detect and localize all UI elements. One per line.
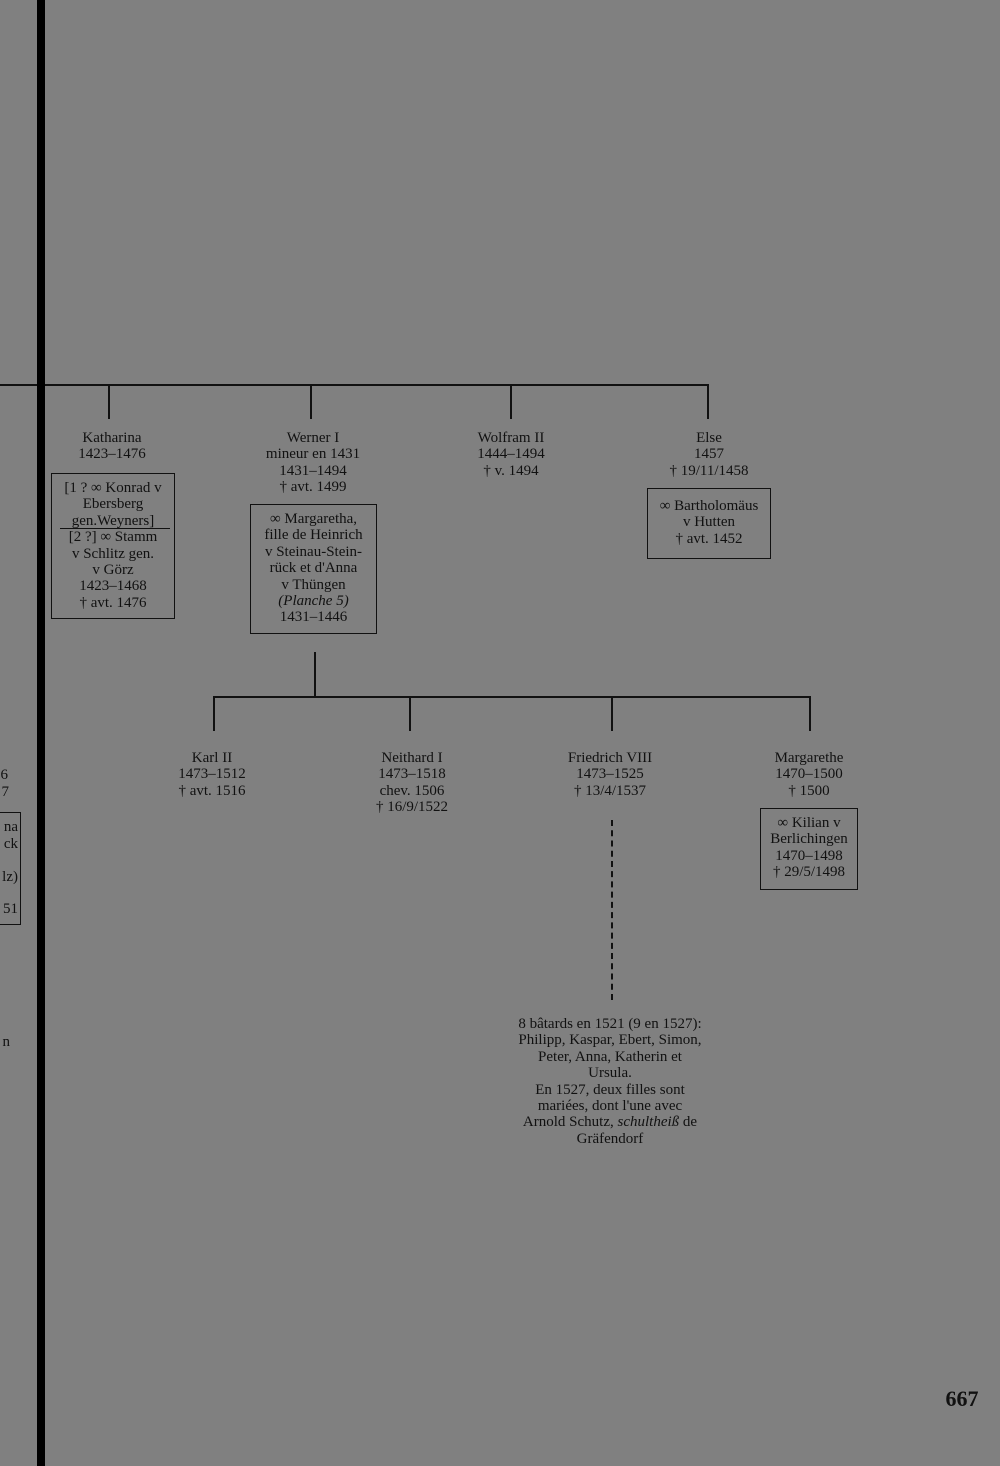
note-line: En 1527, deux filles sont — [535, 1081, 685, 1098]
page-number: 667 — [945, 1386, 979, 1411]
sibling-connector-line — [0, 384, 709, 386]
spouse-line: [1 ? ∞ Konrad v — [64, 480, 162, 496]
person-detail: † 19/11/1458 — [669, 462, 749, 479]
person-karl-ii: Karl II 1473–1512 † avt. 1516 — [152, 750, 272, 799]
spouse-line: ∞ Bartholomäus — [659, 498, 759, 514]
person-name: Neithard I — [381, 750, 443, 766]
drop-line-friedrich — [611, 696, 613, 731]
spouse-line: v Steinau-Stein- — [264, 543, 363, 560]
descent-line-werner — [314, 652, 316, 698]
person-else: Else 1457 † 19/11/1458 — [649, 430, 769, 479]
person-detail: 1473–1512 — [178, 766, 246, 783]
note-line: Peter, Anna, Katherin et — [538, 1048, 682, 1065]
spouse-line: v Görz — [92, 562, 134, 579]
spouse-line: v Thüngen — [281, 576, 346, 593]
person-detail: 1473–1525 — [576, 766, 644, 783]
marriage-separator-line — [60, 528, 170, 529]
spouse-line: ∞ Margaretha, — [269, 511, 358, 527]
note-line: Gräfendorf — [576, 1130, 644, 1147]
note-line: 8 bâtards en 1521 (9 en 1527): — [518, 1016, 702, 1032]
person-werner-i: Werner I mineur en 1431 1431–1494 † avt.… — [243, 430, 383, 496]
spouse-line: v Hutten — [682, 514, 736, 531]
spouse-box-margarethe: ∞ Kilian v Berlichingen 1470–1498 † 29/5… — [760, 808, 858, 890]
left-fragment-box-line: ck — [3, 836, 18, 852]
person-name: Else — [696, 430, 722, 446]
spouse-box-werner-i: ∞ Margaretha, fille de Heinrich v Steina… — [250, 504, 377, 634]
drop-line-wolfram — [510, 384, 512, 419]
spouse-box-else: ∞ Bartholomäus v Hutten † avt. 1452 — [647, 488, 771, 559]
spouse-line: 1470–1498 — [775, 847, 843, 864]
children-connector-line — [213, 696, 811, 698]
note-line: Philipp, Kaspar, Ebert, Simon, — [518, 1032, 702, 1049]
plate-reference: (Planche 5) — [278, 593, 349, 610]
left-fragment-box: na ck lz) 51 — [0, 812, 21, 925]
person-detail: 1470–1500 — [775, 766, 843, 783]
spouse-line: gen.Weyners] — [71, 512, 155, 529]
drop-line-margarethe — [809, 696, 811, 731]
person-detail: † avt. 1516 — [178, 782, 246, 799]
person-detail: 1473–1518 — [378, 766, 446, 783]
person-detail: chev. 1506 — [379, 782, 445, 799]
note-text: de — [679, 1114, 698, 1131]
drop-line-werner — [310, 384, 312, 419]
note-line: mariées, dont l'une avec — [537, 1098, 683, 1115]
drop-line-katharina — [108, 384, 110, 419]
spouse-box-katharina: [1 ? ∞ Konrad v Ebersberg gen.Weyners] [… — [51, 473, 175, 619]
spouse-line: fille de Heinrich — [264, 527, 363, 544]
person-detail: 1423–1476 — [78, 446, 146, 463]
note-text: Arnold Schutz, — [522, 1114, 618, 1131]
spouse-line: Ebersberg — [82, 496, 144, 513]
spouse-line: Berlichingen — [770, 831, 848, 848]
spouse-line: † avt. 1452 — [675, 530, 743, 547]
person-name: Werner I — [286, 430, 340, 446]
spouse-line: 1431–1446 — [279, 609, 348, 626]
person-neithard-i: Neithard I 1473–1518 chev. 1506 † 16/9/1… — [352, 750, 472, 816]
spouse-line: 1423–1468 — [79, 578, 147, 595]
left-fragment-box-line: lz) — [2, 869, 18, 885]
person-detail: † 13/4/1537 — [573, 782, 647, 799]
left-fragment-box-line: na — [3, 819, 18, 835]
person-wolfram-ii: Wolfram II 1444–1494 † v. 1494 — [451, 430, 571, 479]
left-fragment-text: 7 — [1, 784, 10, 800]
left-fragment-text: n — [2, 1034, 11, 1050]
person-friedrich-viii: Friedrich VIII 1473–1525 † 13/4/1537 — [540, 750, 680, 799]
left-fragment-box-line: 51 — [3, 901, 18, 917]
note-italic-term: schultheiß — [617, 1114, 680, 1131]
left-fragment-text: 6 — [0, 767, 9, 783]
drop-line-else — [707, 384, 709, 419]
person-detail: 1444–1494 — [477, 446, 545, 463]
spouse-line: ∞ Kilian v — [777, 815, 841, 831]
spouse-line: [2 ?] ∞ Stamm — [68, 529, 158, 546]
person-name: Margarethe — [774, 750, 844, 766]
person-detail: † v. 1494 — [483, 462, 539, 479]
person-name: Wolfram II — [477, 430, 545, 446]
illegitimate-children-note: 8 bâtards en 1521 (9 en 1527): Philipp, … — [480, 1016, 740, 1147]
spouse-line: † avt. 1476 — [79, 594, 147, 611]
note-line: Ursula. — [588, 1065, 632, 1082]
note-line: Arnold Schutz, schultheiß de — [480, 1114, 740, 1130]
person-detail: † 16/9/1522 — [375, 799, 449, 816]
person-detail: † 1500 — [788, 782, 830, 799]
person-katharina: Katharina 1423–1476 — [52, 430, 172, 463]
person-detail: † avt. 1499 — [279, 479, 347, 496]
person-name: Karl II — [191, 750, 233, 766]
drop-line-neithard — [409, 696, 411, 731]
person-detail: 1457 — [694, 446, 724, 463]
spouse-line: v Schlitz gen. — [71, 545, 155, 562]
illegitimate-descent-dashed-line — [611, 820, 613, 1000]
person-name: Katharina — [82, 430, 142, 446]
person-detail: 1431–1494 — [279, 462, 347, 479]
person-detail: mineur en 1431 — [265, 446, 361, 463]
person-margarethe: Margarethe 1470–1500 † 1500 — [749, 750, 869, 799]
spouse-line: rück et d'Anna — [269, 560, 358, 577]
drop-line-karl — [213, 696, 215, 731]
person-name: Friedrich VIII — [567, 750, 653, 766]
spouse-line: † 29/5/1498 — [772, 864, 846, 881]
page-gutter-bar — [37, 0, 45, 1466]
